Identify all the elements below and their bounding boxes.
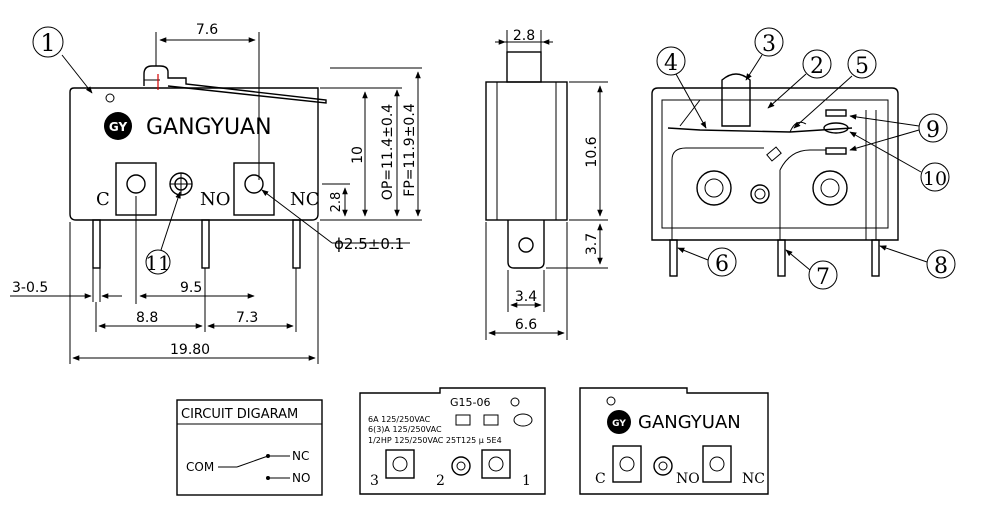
- internal-pin-8: [871, 239, 880, 277]
- callout-9-label: 9: [926, 118, 940, 143]
- dim-op: OP=11.4±0.4: [380, 104, 396, 200]
- back-label-view: G15-06 6A 125/250VAC 6(3)A 125/250VAC 1/…: [359, 387, 546, 495]
- callout-1-label: 1: [40, 29, 55, 57]
- moving-contact: [823, 122, 849, 134]
- internal-view: 4 3 2 5 9 10 6 7 8: [651, 27, 956, 290]
- back-terminal-2: 2: [436, 473, 445, 489]
- dim-pitch-9-5: 9.5: [180, 280, 202, 296]
- cert-ce-icon: [483, 414, 499, 426]
- dim-pin-width: 3-0.5: [12, 280, 48, 296]
- circuit-nc: NC: [292, 449, 309, 463]
- pin-c: [92, 219, 101, 269]
- side-view: 2.8 10.6 3.7 3.4 6.6: [485, 28, 608, 340]
- callout-3-label: 3: [762, 32, 776, 57]
- front-label-logo-letters: GY: [612, 419, 626, 429]
- callout-8-label: 8: [934, 254, 948, 279]
- lower-contact: [825, 147, 847, 155]
- upper-contact: [825, 109, 847, 117]
- dim-pitch-7-3: 7.3: [236, 310, 258, 326]
- circuit-title: CIRCUIT DIGARAM: [181, 407, 298, 422]
- callout-10-label: 10: [923, 168, 947, 190]
- dim-terminal-pos: 2.8: [329, 192, 344, 213]
- callout-1-leader: [61, 54, 93, 94]
- dim-fp: FP=11.9±0.4: [402, 103, 418, 196]
- logo-letters: GY: [109, 120, 128, 134]
- circuit-no: NO: [292, 471, 310, 485]
- internal-pin-7: [777, 239, 786, 277]
- circuit-com: COM: [186, 460, 214, 474]
- terminal-nc-label: NC: [290, 189, 320, 210]
- terminal-c-hole: [126, 174, 146, 194]
- brand-name: GANGYUAN: [146, 115, 272, 140]
- dim-side-top: 2.8: [513, 28, 535, 44]
- plunger-top: [506, 51, 542, 83]
- callout-7-label: 7: [816, 265, 830, 290]
- contact-spring: [667, 127, 853, 133]
- side-pin: [507, 220, 545, 269]
- dim-length: 19.80: [170, 342, 210, 358]
- back-rating-1: 6A 125/250VAC: [368, 415, 431, 424]
- front-label-c: C: [595, 471, 606, 487]
- internal-plunger: [721, 73, 751, 127]
- internal-hole-mid: [750, 184, 770, 204]
- front-label-view: GY GANGYUAN C NO NC: [579, 387, 769, 495]
- front-view: 1 GY GANGYUAN C NO NC 11: [10, 22, 422, 364]
- terminal-c-label: C: [96, 189, 110, 210]
- internal-pin-6: [669, 239, 678, 277]
- callout-11-label: 11: [145, 251, 170, 275]
- lever: [143, 65, 327, 104]
- front-label-no: NO: [676, 471, 700, 487]
- back-label-body: [359, 387, 546, 495]
- circuit-box: [176, 399, 323, 496]
- brand-logo: GY: [104, 112, 132, 140]
- back-rating-2: 6(3)A 125/250VAC: [368, 425, 442, 434]
- front-label-nc: NC: [742, 471, 765, 487]
- callout-2-label: 2: [810, 54, 824, 79]
- cert-ul-icon: [455, 414, 471, 426]
- dim-side-pin: 3.7: [584, 233, 600, 255]
- back-terminal-1: 1: [522, 473, 531, 489]
- dim-hole: ϕ2.5±0.1: [334, 235, 404, 253]
- internal-hole-left: [696, 170, 732, 206]
- back-model: G15-06: [450, 396, 491, 409]
- dim-side-width: 6.6: [515, 317, 537, 333]
- callout-11-circle: [145, 249, 171, 275]
- side-body: [485, 81, 568, 221]
- switch-body: [69, 87, 319, 221]
- terminal-nc-square: [233, 162, 275, 216]
- internal-stop: [766, 146, 782, 162]
- front-label-body: [579, 387, 769, 495]
- callout-1-circle: [32, 26, 64, 58]
- pin-no: [201, 219, 210, 269]
- callout-5-label: 5: [855, 54, 869, 79]
- internal-hole-right: [812, 170, 848, 206]
- circuit-diagram: CIRCUIT DIGARAM COM NC NO: [176, 399, 323, 496]
- cert-cqc-icon: [513, 413, 533, 427]
- callout-4-label: 4: [664, 51, 678, 76]
- cert-mark: [105, 93, 115, 103]
- terminal-nc-hole: [244, 174, 264, 194]
- internal-housing: [651, 87, 899, 241]
- front-label-brand: GANGYUAN: [638, 412, 741, 433]
- back-terminal-3: 3: [370, 473, 379, 489]
- dim-height: 10: [350, 146, 366, 164]
- back-rating-3: 1/2HP 125/250VAC 25T125 μ 5E4: [368, 436, 502, 445]
- terminal-no-label: NO: [200, 189, 231, 210]
- dim-side-height: 10.6: [584, 136, 600, 167]
- callout-11-leader: [160, 191, 181, 251]
- dim-lever-offset: 7.6: [196, 22, 218, 38]
- dim-side-pin-width: 3.4: [515, 289, 537, 305]
- callout-6-label: 6: [715, 252, 729, 277]
- side-pin-hole: [518, 237, 534, 253]
- dim-pitch-8-8: 8.8: [136, 310, 158, 326]
- pin-nc: [292, 219, 301, 269]
